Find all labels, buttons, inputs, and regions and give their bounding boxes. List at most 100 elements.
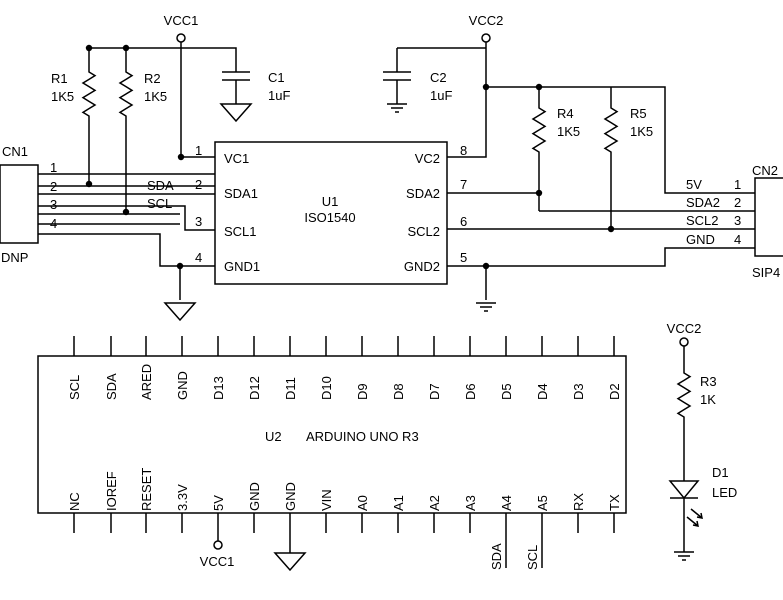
u2-top-pin-label: D5 [499,383,514,400]
junction-dot [535,189,543,197]
d1-value: LED [712,485,737,500]
u1-pin-7-name: SDA2 [406,186,440,201]
u2-ground-icon [273,552,307,572]
u2-bottom-pin-label: A5 [535,495,550,511]
junction-dot [122,44,130,52]
u2-top-pin-label: D2 [607,383,622,400]
u1-gnd1-ground-icon [163,302,197,322]
u2-body [37,355,627,514]
u2-top-pin-label: D11 [283,377,298,400]
vcc2-wire [447,42,487,158]
wires [38,42,755,568]
r5-value: 1K5 [630,124,653,139]
u2-bottom-pin-label: IOREF [104,471,119,511]
u2-bottom-pin-label: GND [247,482,262,511]
u1-pin-6-num: 6 [460,214,467,229]
u2-bottom-pin-label: GND [283,482,298,511]
cn2-signal-scl2: SCL2 [686,213,719,228]
u1-pin-6-name: SCL2 [407,224,440,239]
cn1-ref: CN1 [2,144,28,159]
c1-ref: C1 [268,70,285,85]
u2-bottom-pin-label: VIN [319,489,334,511]
u1-pin-8-name: VC2 [415,151,440,166]
junction-dot [482,262,490,270]
cn2-value: SIP4 [752,265,780,280]
junction-dot [535,83,543,91]
u2-bottom-pin-label: A4 [499,495,514,511]
u2-top-pin-label: D6 [463,383,478,400]
u1-part: ISO1540 [304,210,355,225]
u2-bottom-pin-label: 5V [211,495,226,511]
cn2-signal-sda2: SDA2 [686,195,720,210]
u2-net-sda: SDA [489,543,504,570]
vcc2-led-terminal [679,337,689,347]
cn2-pin-3: 3 [734,213,741,228]
u2-top-pin-label: D9 [355,383,370,400]
c2-ref: C2 [430,70,447,85]
u2-top-pin-label: D13 [211,376,226,400]
parts [0,33,783,572]
cn2-signal-5v: 5V [686,177,702,192]
vcc2-label: VCC2 [469,13,504,28]
r1-ref: R1 [51,71,68,86]
c1-value: 1uF [268,88,290,103]
r2-ref: R2 [144,71,161,86]
u2-bottom-pin-label: NC [67,492,82,511]
d1-led-icon [668,480,700,500]
junction-dot [85,180,93,188]
junction-dot [176,262,184,270]
u2-net-scl: SCL [525,545,540,570]
c2-value: 1uF [430,88,452,103]
u1-pin-1-name: VC1 [224,151,249,166]
cn2-body [754,177,783,257]
r4-ref: R4 [557,106,574,121]
d1-ref: D1 [712,465,729,480]
led-light-arrows-icon [686,508,703,527]
u2-vcc1-terminal [213,540,223,550]
r5-ref: R5 [630,106,647,121]
u2-part: ARDUINO UNO R3 [306,429,419,444]
cn1-pin-4: 4 [50,216,57,231]
cn2-ref: CN2 [752,163,778,178]
vcc1-label: VCC1 [164,13,199,28]
u1-pin-5-name: GND2 [404,259,440,274]
r1-resistor [81,64,97,124]
net-label-sda: SDA [147,178,174,193]
u1-body [214,141,448,285]
u1-pin-2-num: 2 [195,177,202,192]
junction-dot [177,153,185,161]
u2-top-pin-label: D10 [319,376,334,400]
junction-dot [122,208,130,216]
r1-value: 1K5 [51,89,74,104]
vcc1-terminal [176,33,186,43]
vcc1-rail [89,47,237,72]
cn2-pin-4: 4 [734,232,741,247]
u2-bottom-pin-label: A0 [355,495,370,511]
vcc2-label-led: VCC2 [667,321,702,336]
wire [447,247,755,267]
u1-pin-4-num: 4 [195,250,202,265]
wire [486,86,755,194]
vcc1-label-arduino: VCC1 [200,554,235,569]
u2-bottom-pin-label: A3 [463,495,478,511]
u2-top-pin-label: D8 [391,383,406,400]
u2-top-pin-label: ARED [139,364,154,400]
u2-bottom-pin-label: TX [607,494,622,511]
u1-pin-3-num: 3 [195,214,202,229]
u2-top-pin-label: D12 [247,376,262,400]
vcc1-wire [180,42,215,158]
u2-top-pin-label: SDA [104,373,119,400]
u2-top-pin-label: SCL [67,375,82,400]
u2-bottom-pin-label: A1 [391,495,406,511]
cn2-pin-2: 2 [734,195,741,210]
r2-resistor [118,64,134,124]
r3-value: 1K [700,392,716,407]
u1-pin-1-num: 1 [195,143,202,158]
u2-bottom-pin-label: A2 [427,495,442,511]
cn1-body [0,164,39,244]
r3-ref: R3 [700,374,717,389]
wire [38,233,215,267]
